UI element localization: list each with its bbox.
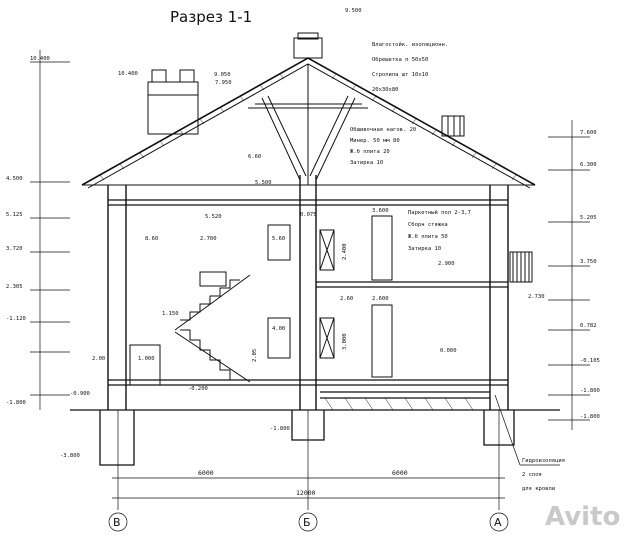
svg-text:Ж.б плита 50: Ж.б плита 50 (408, 233, 448, 240)
svg-text:10.400: 10.400 (30, 56, 50, 62)
svg-text:5.60: 5.60 (272, 236, 285, 242)
svg-text:2.730: 2.730 (528, 294, 545, 300)
svg-text:-1.800: -1.800 (6, 400, 26, 406)
svg-text:-1.800: -1.800 (580, 414, 600, 420)
svg-text:0.782: 0.782 (580, 323, 597, 329)
basement-hatch (324, 397, 474, 411)
outer-walls (107, 175, 509, 410)
svg-text:3.720: 3.720 (6, 246, 23, 252)
attic-notes: Обшивочная нагов. 20 Минер. 50 мм 80 Ж.б… (350, 126, 416, 166)
balcony (509, 251, 533, 283)
floor-slabs (108, 199, 508, 399)
svg-text:9.050: 9.050 (214, 72, 231, 78)
svg-text:Затирка 10: Затирка 10 (408, 246, 441, 252)
right-level-ticks (548, 120, 590, 430)
axis-label-b: Б (303, 516, 311, 529)
svg-text:9.500: 9.500 (345, 8, 362, 14)
watermark: Avito (545, 502, 620, 532)
svg-text:2 слоя: 2 слоя (522, 472, 542, 478)
svg-text:Обшивочная нагов. 20: Обшивочная нагов. 20 (350, 126, 416, 133)
doors (129, 215, 393, 386)
svg-text:2.900: 2.900 (438, 261, 455, 267)
svg-text:1.000: 1.000 (138, 356, 155, 362)
waterproof-callout (494, 394, 560, 466)
svg-text:Ж.б плита 20: Ж.б плита 20 (350, 148, 390, 155)
svg-text:2.05: 2.05 (252, 349, 258, 362)
axis-markers: В Б А (113, 516, 502, 529)
chimney (147, 32, 323, 135)
svg-text:0.000: 0.000 (440, 348, 457, 354)
svg-text:Затирка 10: Затирка 10 (350, 160, 383, 166)
svg-text:6000: 6000 (198, 469, 214, 477)
svg-text:Минер. 50 мм 80: Минер. 50 мм 80 (350, 138, 400, 144)
roof-notes: Влагостойк. изоляционн. Обрешетка п 50x5… (372, 42, 448, 93)
axis-grid (108, 410, 509, 532)
staircase (174, 271, 251, 383)
svg-text:7.950: 7.950 (215, 80, 232, 86)
svg-text:3.600: 3.600 (372, 208, 389, 214)
dimension-spans: 6000 6000 12000 (198, 469, 408, 497)
svg-text:-1.120: -1.120 (6, 316, 26, 322)
svg-text:6.300: 6.300 (580, 162, 597, 168)
floor2-notes: Паркетный пол 2-3,7 Сборн стяжка Ж.б пли… (408, 210, 471, 252)
foundations (70, 409, 560, 466)
dimension-labels: 8.60 2.700 5.500 5.60 2.400 3.000 2.600 … (92, 180, 389, 362)
level-labels-inner: 9.500 10.400 9.050 6.60 5.520 3.600 2.90… (60, 8, 457, 459)
dormer-window (441, 115, 465, 137)
svg-text:5.520: 5.520 (205, 214, 222, 220)
svg-text:7.600: 7.600 (580, 130, 597, 136)
svg-text:-0.900: -0.900 (70, 391, 90, 397)
callout-text: Гидроизоляция 2 слоя для кровли (522, 458, 565, 492)
svg-text:2.305: 2.305 (6, 284, 23, 290)
svg-text:4.00: 4.00 (272, 326, 285, 332)
svg-text:2.600: 2.600 (372, 296, 389, 302)
svg-text:Стропила шт 10x10: Стропила шт 10x10 (372, 72, 428, 78)
svg-text:Обрешетка п 50x50: Обрешетка п 50x50 (372, 56, 428, 63)
svg-text:0.075: 0.075 (300, 212, 317, 218)
svg-text:12000: 12000 (296, 489, 316, 497)
svg-text:6.60: 6.60 (248, 154, 261, 160)
wall-niches (319, 229, 335, 359)
svg-text:3.000: 3.000 (342, 333, 348, 350)
svg-text:1.150: 1.150 (162, 311, 179, 317)
svg-text:4.500: 4.500 (6, 176, 23, 182)
svg-text:6000: 6000 (392, 469, 408, 477)
drawing-title: Разрез 1-1 (170, 8, 253, 26)
svg-text:Влагостойк. изоляционн.: Влагостойк. изоляционн. (372, 42, 448, 48)
svg-text:-1.800: -1.800 (580, 388, 600, 394)
svg-text:Гидроизоляция: Гидроизоляция (522, 458, 565, 464)
svg-text:-3.800: -3.800 (60, 453, 80, 459)
svg-text:5.125: 5.125 (6, 212, 23, 218)
svg-text:2.00: 2.00 (92, 356, 105, 362)
axis-label-v: В (113, 516, 121, 529)
svg-text:8.60: 8.60 (145, 236, 158, 242)
svg-text:Паркетный пол 2-3,7: Паркетный пол 2-3,7 (408, 210, 471, 216)
svg-text:-0.200: -0.200 (188, 386, 208, 392)
svg-text:5.500: 5.500 (255, 180, 272, 186)
svg-text:-1.800: -1.800 (270, 426, 290, 432)
svg-text:2.60: 2.60 (340, 296, 353, 302)
svg-text:-0.105: -0.105 (580, 358, 600, 364)
level-labels-right: 7.600 6.300 5.205 3.750 2.730 0.782 -0.1… (528, 130, 600, 420)
svg-text:10.400: 10.400 (118, 71, 138, 77)
svg-text:2.700: 2.700 (200, 236, 217, 242)
svg-text:3.750: 3.750 (580, 259, 597, 265)
axis-label-a: А (494, 516, 502, 529)
svg-text:для кровли: для кровли (522, 486, 555, 492)
roof-outline (81, 57, 536, 189)
svg-text:20x30x80: 20x30x80 (372, 87, 399, 93)
svg-text:5.205: 5.205 (580, 215, 597, 221)
left-level-ticks (30, 50, 70, 410)
level-labels-left: 10.400 7.950 4.500 5.125 3.720 2.305 -1.… (6, 56, 232, 406)
svg-text:2.400: 2.400 (342, 243, 348, 260)
svg-text:Сборн стяжка: Сборн стяжка (408, 221, 448, 228)
